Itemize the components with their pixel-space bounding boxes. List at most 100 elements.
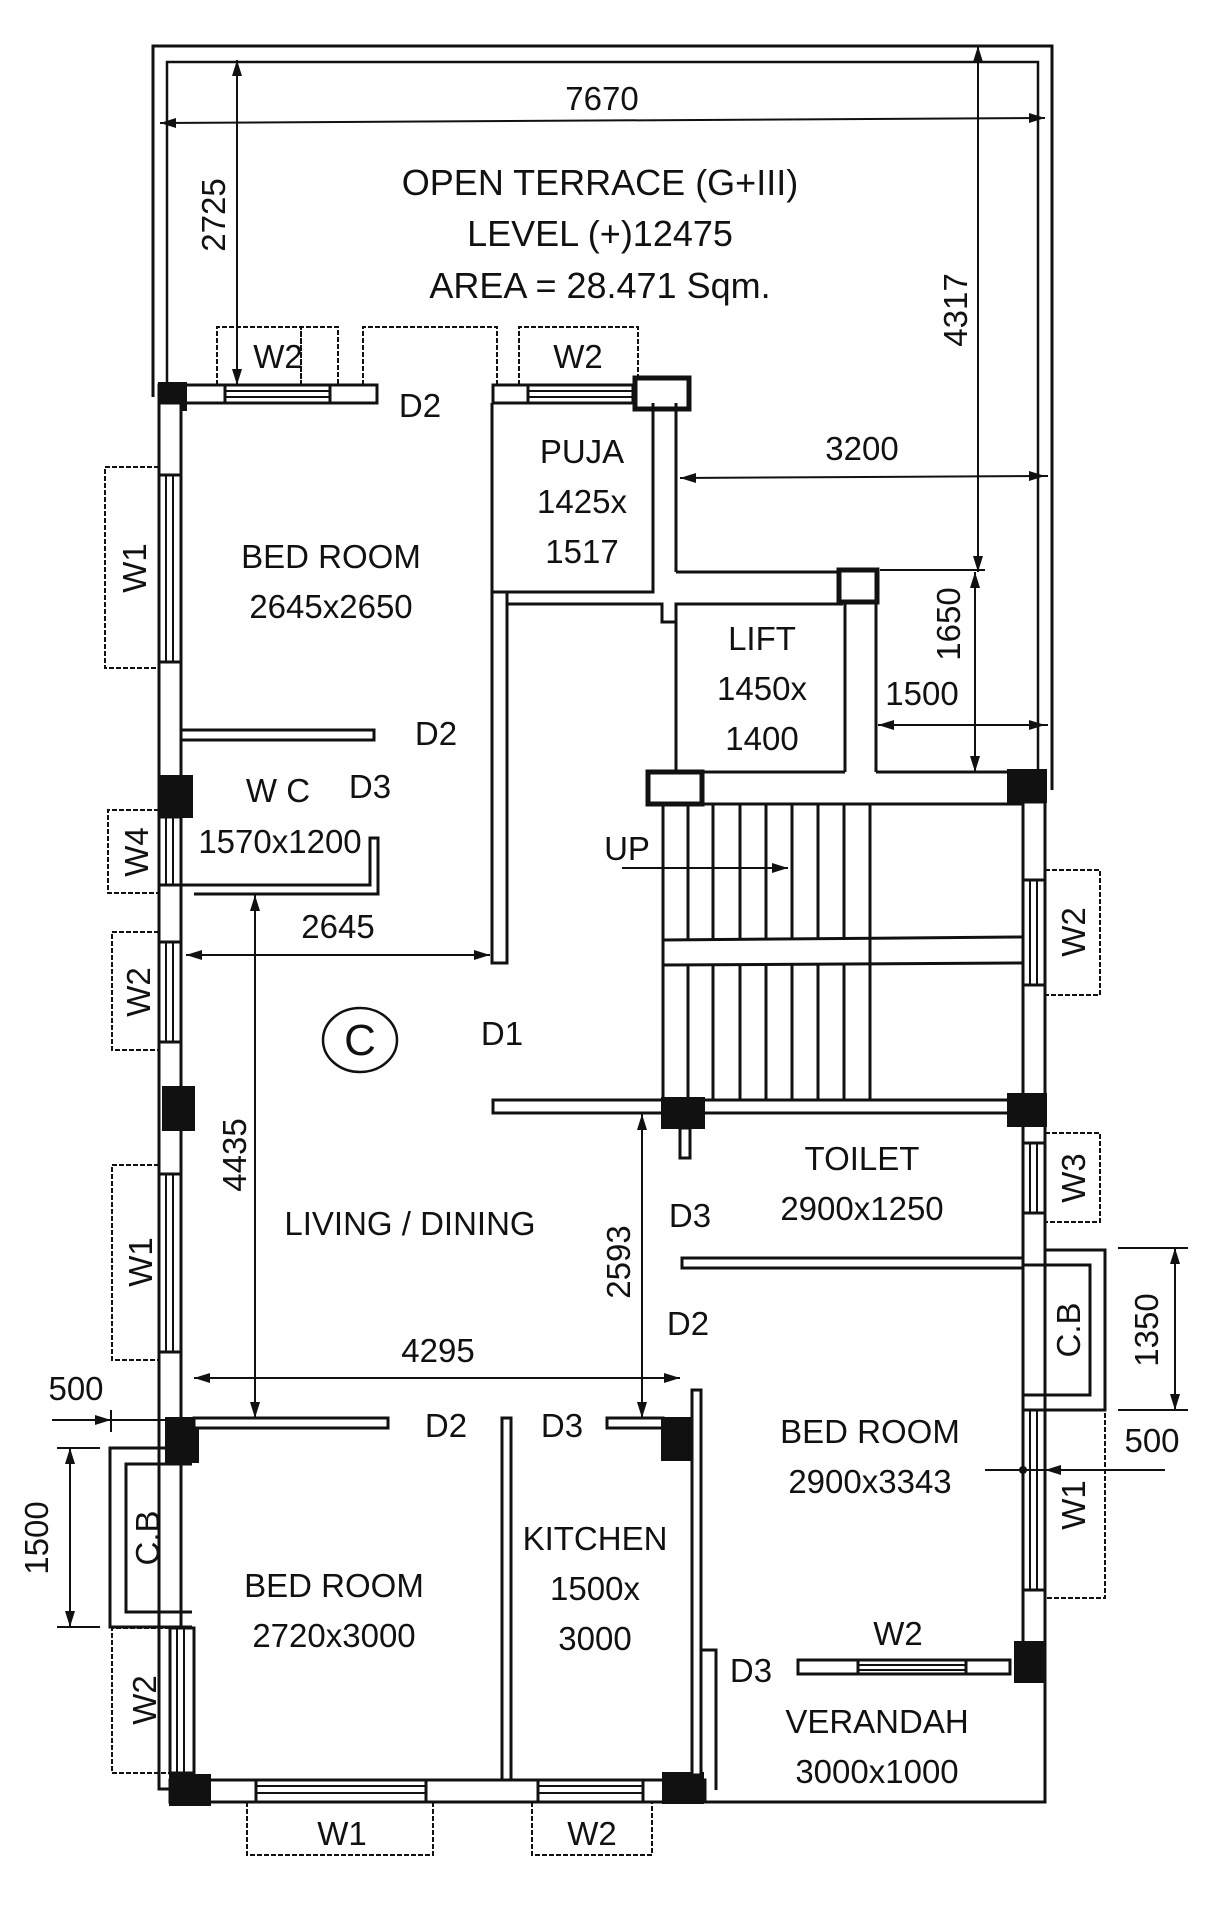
column-box [645,769,705,807]
wall-toilet-bottom [680,1256,1025,1270]
room-name-bed2: BED ROOM [780,1413,960,1450]
dimension-terrace-depth: 2725 [195,60,242,385]
dimension-living-height: 4435 [216,895,260,1418]
room-name-verandah: VERANDAH [785,1703,968,1740]
window-label-right-stair: W2 [1055,907,1092,957]
window-label-top-left: W2 [253,338,303,375]
wc-bottom-wall [181,836,380,896]
room-size-kitchen-2: 3000 [558,1620,631,1657]
door-label-d1: D1 [481,1015,523,1052]
window-left-bed3 [111,1626,196,1775]
column [1007,769,1047,803]
cupboard-label-left: C.B [129,1510,166,1565]
room-size-wc: 1570x1200 [198,823,361,860]
stair-up-label: UP [604,830,650,867]
door-label-top: D2 [399,387,441,424]
dimension-wc-width: 2645 [186,908,490,960]
dimension-living-width: 4295 [194,1332,680,1383]
dim-text-lift-h: 1500 [885,675,958,712]
dim-text-lift-v: 1650 [930,587,967,660]
open-terrace [151,44,1054,790]
room-name-toilet: TOILET [805,1140,920,1177]
room-size-toilet: 2900x1250 [780,1190,943,1227]
partition-kitchen-top [605,1416,665,1430]
cupboard-label-right: C.B [1050,1302,1087,1357]
door-label-kitchen: D3 [541,1407,583,1444]
window-verandah [796,1658,1012,1676]
dimension-right-cb: 1350 [1118,1247,1188,1411]
column [169,1774,211,1806]
dim-text-living-height: 4435 [216,1118,253,1191]
room-size-lift-1: 1450x [717,670,807,707]
terrace-title: OPEN TERRACE (G+III) [402,162,798,203]
wall-bed1-right [490,590,509,965]
dim-text-living-width: 4295 [401,1332,474,1369]
dimension-left-cb: 1500 [18,1447,100,1628]
room-name-wc: W C [246,772,310,809]
dim-text-left-cb: 1500 [18,1501,55,1574]
dimension-lift-v: 1650 [880,569,985,772]
puja-walls [490,403,655,594]
column [1007,1093,1047,1127]
top-wall [157,383,643,405]
window-label-left-living-upper: W2 [120,967,157,1017]
door-label-wc: D3 [349,768,391,805]
dim-text-toilet-gap: 2593 [600,1225,637,1298]
wall-kitchen-right [690,1388,703,1777]
door-label-toilet: D3 [669,1197,711,1234]
column [162,1086,195,1131]
room-size-lift-2: 1400 [725,720,798,757]
column [661,1097,705,1129]
window-left-living [111,1164,183,1361]
room-size-bed1: 2645x2650 [249,588,412,625]
window-right-stair [1021,869,1101,996]
window-right-toilet [1021,1132,1101,1223]
room-size-bed2: 2900x3343 [788,1463,951,1500]
dim-text-right-height: 4317 [937,273,974,346]
room-name-living: LIVING / DINING [284,1205,535,1242]
unit-marker: C [321,1006,399,1074]
dim-text-overall-width: 7670 [565,80,638,117]
verandah-outline [703,1672,1047,1804]
door-label-bed3: D2 [425,1407,467,1444]
room-size-kitchen-1: 1500x [550,1570,640,1607]
dimension-overall-width: 7670 [159,80,1046,128]
bottom-wall [168,1778,707,1856]
window-label-left-bed3: W2 [126,1675,163,1725]
room-name-bed3: BED ROOM [244,1567,424,1604]
dim-text-terrace-depth: 2725 [195,178,232,251]
room-size-bed3: 2720x3000 [252,1617,415,1654]
window-label-top-right: W2 [553,338,603,375]
column-box [632,375,692,412]
window-right-bed2 [1021,1408,1106,1599]
wall-bed3-kitchen [500,1416,513,1782]
column [661,1417,693,1461]
room-size-verandah: 3000x1000 [795,1753,958,1790]
room-name-bed1: BED ROOM [241,538,421,575]
column [662,1772,704,1804]
top-window-projections [216,326,639,385]
room-size-puja-1: 1425x [537,483,627,520]
window-left-bed1 [104,466,183,669]
terrace-area: AREA = 28.471 Sqm. [429,265,770,306]
window-left-wc [107,809,183,894]
dimension-right-offset: 500 [985,1422,1180,1475]
column [158,775,193,818]
room-size-puja-2: 1517 [545,533,618,570]
stair-up-arrow [622,863,788,873]
dim-text-left-offset: 500 [48,1370,103,1407]
column [1014,1641,1046,1683]
dim-text-right-offset: 500 [1124,1422,1179,1459]
unit-marker-letter: C [344,1016,376,1065]
window-label-left-bed1: W1 [116,543,153,593]
window-left-living-upper [111,931,183,1051]
column-box [836,567,880,605]
window-label-verandah: W2 [873,1615,923,1652]
window-label-right-toilet: W3 [1055,1153,1092,1203]
dimension-right-height: 4317 [937,46,983,572]
door-label-verandah: D3 [730,1652,772,1689]
terrace-level: LEVEL (+)12475 [467,213,733,254]
dim-text-right-cb: 1350 [1128,1293,1165,1366]
partition-living-bed3 [192,1416,390,1430]
staircase [661,804,1024,1100]
